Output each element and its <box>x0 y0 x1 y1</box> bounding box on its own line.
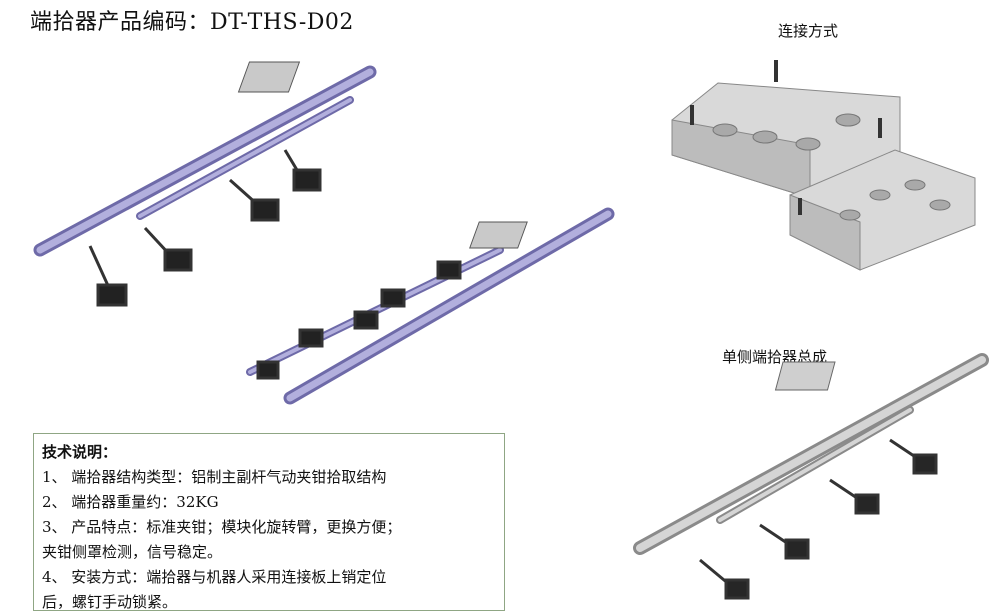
notes-line: 1、 端拾器结构类型：铝制主副杆气动夹钳拾取结构 <box>42 468 387 486</box>
end-effector-upper-image <box>33 61 377 307</box>
notes-heading: 技术说明： <box>42 443 118 461</box>
notes-line: 后，螺钉手动锁紧。 <box>42 593 178 611</box>
connection-label: 连接方式 <box>778 22 839 40</box>
notes-line: 2、 端拾器重量约：32KG <box>42 493 219 511</box>
notes-line: 3、 产品特点：标准夹钳；模块化旋转臂，更换方便； <box>42 518 402 536</box>
page-title: 端拾器产品编码：DT-THS-D02 <box>30 10 354 35</box>
notes-line: 夹钳侧罩检测，信号稳定。 <box>42 543 223 561</box>
single-side-assembly-image <box>633 353 989 600</box>
technical-notes-box: 技术说明： 1、 端拾器结构类型：铝制主副杆气动夹钳拾取结构 2、 端拾器重量约… <box>33 433 505 611</box>
connection-plates-image <box>671 60 976 271</box>
notes-line: 4、 安装方式：端拾器与机器人采用连接板上销定位 <box>42 568 387 586</box>
end-effector-lower-image <box>246 207 615 405</box>
